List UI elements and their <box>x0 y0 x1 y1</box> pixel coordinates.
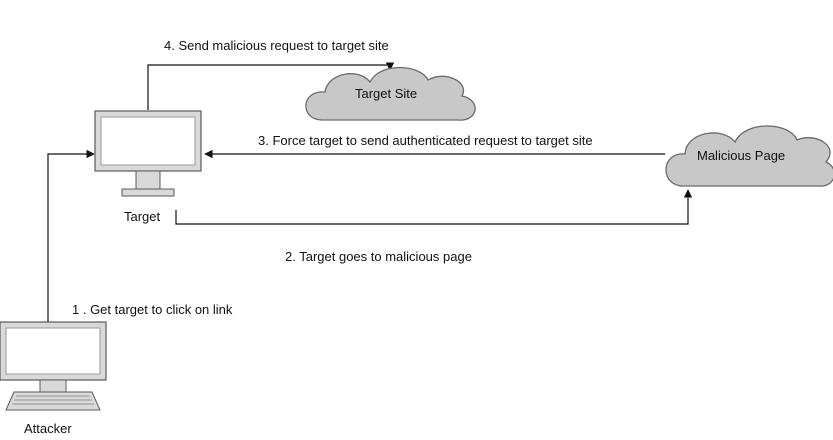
edge-send-malicious-request <box>147 62 395 110</box>
edge-target-to-malicious-page <box>175 189 693 225</box>
edge-label-4: 4. Send malicious request to target site <box>164 38 389 53</box>
attacker-monitor-icon <box>0 321 107 411</box>
malicious-page-cloud <box>665 125 833 187</box>
target-monitor-icon <box>94 110 202 197</box>
target-site-cloud <box>305 67 476 121</box>
target-site-label: Target Site <box>355 86 418 101</box>
target-label: Target <box>124 209 161 224</box>
edge-label-3: 3. Force target to send authenticated re… <box>258 133 593 148</box>
edge-label-2: 2. Target goes to malicious page <box>285 249 472 264</box>
attacker-label: Attacker <box>24 421 72 436</box>
edge-label-1: 1 . Get target to click on link <box>72 302 233 317</box>
malicious-page-label: Malicious Page <box>697 148 786 163</box>
edge-get-target-to-click <box>47 149 95 322</box>
